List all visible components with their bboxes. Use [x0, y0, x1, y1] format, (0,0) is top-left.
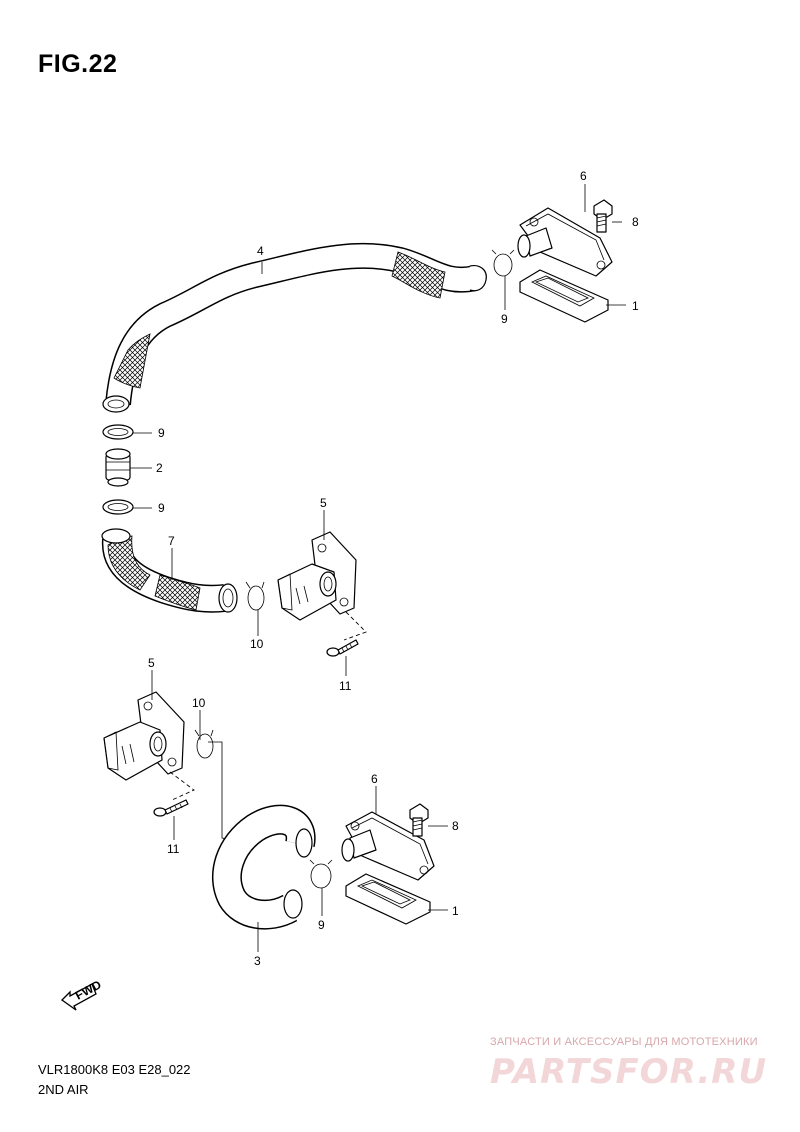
clamp-part-9-upper [491, 249, 515, 277]
clamp-part-9-lower [309, 859, 333, 889]
reed-valve-cover-part-6-lower [341, 811, 435, 881]
callout-8-lower: 8 [452, 819, 459, 833]
clamp-part-10-upper [245, 581, 265, 611]
callout-6-upper: 6 [580, 169, 587, 183]
figure-title: FIG.22 [38, 50, 118, 78]
callout-5-upper: 5 [320, 496, 327, 510]
screw-part-11-upper [326, 639, 359, 657]
bolt-part-8-lower [409, 803, 429, 837]
callout-11-lower: 11 [167, 842, 180, 856]
watermark-logo: PARTSFOR.RU [490, 1052, 768, 1092]
callout-6-lower: 6 [371, 772, 378, 786]
callout-8-upper: 8 [632, 215, 639, 229]
callout-numbers: 4 6 8 1 9 9 2 9 7 5 10 11 5 10 11 3 9 6 … [148, 169, 639, 968]
callout-1-lower: 1 [452, 904, 459, 918]
screw-part-11-lower [153, 799, 189, 817]
bolt-part-8-upper [593, 199, 613, 233]
clamp-part-9-mid-a [102, 424, 134, 440]
callout-9-mid-a: 9 [158, 426, 165, 440]
figure-name: 2ND AIR [38, 1082, 89, 1097]
callout-7: 7 [168, 534, 175, 548]
valve-body-part-5-lower [103, 691, 185, 781]
callout-9-upper: 9 [501, 312, 508, 326]
hose-part-3 [211, 804, 316, 930]
valve-body-part-5-upper [277, 531, 357, 621]
leader-lines [130, 184, 626, 952]
callout-10-lower: 10 [192, 696, 206, 710]
clamp-part-10-lower [194, 729, 214, 759]
reed-valve-part-1-upper [519, 269, 609, 323]
callout-9-lower: 9 [318, 918, 325, 932]
callout-11-upper: 11 [339, 679, 352, 693]
clamp-part-9-mid-b [102, 499, 134, 515]
connector-part-2 [105, 448, 131, 487]
callout-3: 3 [254, 954, 261, 968]
figure-code: VLR1800K8 E03 E28_022 [38, 1062, 191, 1077]
hose-part-4 [102, 242, 487, 413]
callout-4: 4 [257, 244, 264, 258]
callout-10-upper: 10 [250, 637, 264, 651]
hose-part-7 [101, 528, 238, 613]
callout-5-lower: 5 [148, 656, 155, 670]
forward-arrow-icon: FWD [60, 977, 104, 1011]
callout-2: 2 [156, 461, 163, 475]
callout-1-upper: 1 [632, 299, 639, 313]
reed-valve-part-1-lower [345, 873, 431, 925]
reed-valve-cover-part-6-upper [517, 207, 613, 277]
callout-9-mid-b: 9 [158, 501, 165, 515]
watermark-tagline: ЗАПЧАСТИ И АКСЕССУАРЫ ДЛЯ МОТОТЕХНИКИ [490, 1036, 758, 1048]
